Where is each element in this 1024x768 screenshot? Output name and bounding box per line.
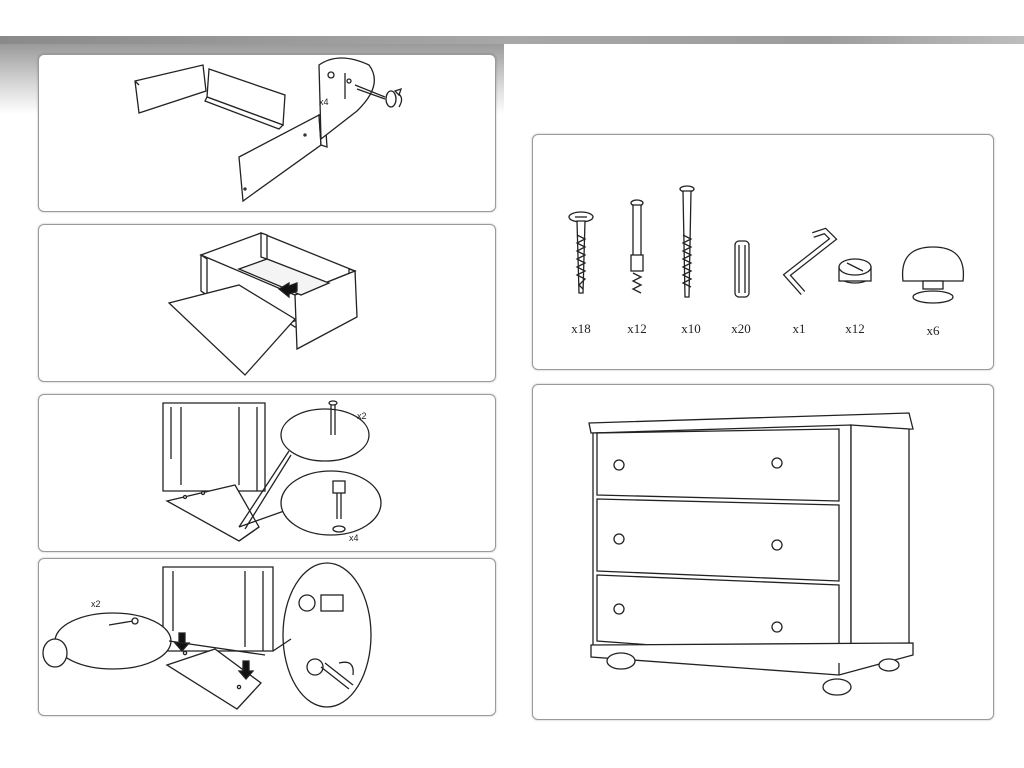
foot-1 [606,652,636,670]
bottom-detail-callout [280,470,382,536]
down-arrow-icon-right [237,660,255,680]
qty-allen-key: x1 [792,321,806,336]
step-3-panel: x2 x4 [38,394,496,552]
carcass [162,402,266,492]
top-detail-callout [280,408,370,462]
wood-screw-icon [568,211,594,294]
cam-lock-icon [838,258,872,284]
detail-callout [318,57,375,141]
knob-icon-2 [771,457,783,469]
drawer-2 [596,498,840,582]
foot-2 [822,678,852,696]
qty-cam-lock: x12 [845,321,865,336]
dresser-plinth [590,642,914,676]
insert-arrow-icon [277,281,298,299]
wooden-dowel-icon [734,240,750,298]
drawer-1 [596,428,840,502]
cam-callout [282,562,372,708]
parts-panel: x18 x12 x10 x20 x1 x12 x6 [532,134,994,370]
bottom-panel [167,284,297,376]
qty-wood-screw: x18 [571,321,591,336]
cam-bolt-icon [630,199,644,294]
step-3-illustration: x2 x4 [162,400,382,543]
step-4-illustration: x2 [42,562,372,710]
side-panel-left [134,64,207,114]
knob-icon [901,246,965,304]
step-2-illustration [167,232,358,376]
step-1-panel: x4 [38,54,496,212]
step-2-panel [38,224,496,382]
qty-dowel: x20 [731,321,751,336]
finished-dresser-panel [532,384,994,720]
parts-illustration [568,185,965,304]
dresser-illustration [588,412,914,696]
knob-icon-4 [771,539,783,551]
step-3-qty-top: x2 [357,411,367,421]
knob-icon-5 [613,603,625,615]
knob-icon-6 [771,621,783,633]
step-1-qty: x4 [319,97,329,107]
step-4-panel: x2 [38,558,496,716]
foot-3 [878,658,900,672]
step-3-qty-bottom: x4 [349,533,359,543]
dresser-side [850,424,910,670]
qty-knob: x6 [926,323,940,338]
knob-icon-detail [42,638,68,668]
long-screw-icon [679,185,695,298]
knob-icon-1 [613,459,625,471]
base-board [165,648,262,710]
bottom-board [165,484,260,542]
step-1-illustration: x4 [134,57,403,203]
knob-icon-3 [613,533,625,545]
step-4-qty: x2 [91,599,101,609]
qty-long-screw: x10 [681,321,701,336]
allen-key-icon [782,227,838,295]
qty-cam-bolt: x12 [627,321,647,336]
knob-callout [54,612,172,670]
top-bar [0,36,1024,44]
